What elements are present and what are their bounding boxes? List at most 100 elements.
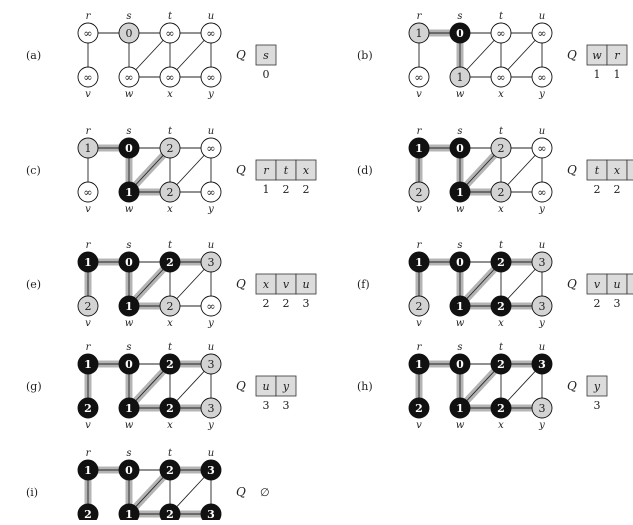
vertex-r: 1r (78, 126, 98, 158)
vertex-y: ∞y (532, 67, 552, 100)
vertex-name-label: s (457, 240, 462, 251)
vertex-name-label: r (86, 342, 92, 353)
queue-distance: 3 (263, 399, 270, 412)
vertex-name-label: r (417, 342, 423, 353)
distance-label: 2 (497, 300, 505, 313)
vertex-name-label: v (85, 420, 91, 431)
queue-vertex: u (262, 380, 269, 393)
distance-label: ∞ (206, 300, 215, 313)
queue-distance: 2 (303, 183, 310, 196)
bfs-panel: (f)1r0s2t3u2v1w2x3yQv2u3y3 (357, 240, 633, 329)
queue-label: Q (236, 277, 246, 291)
vertex-name-label: x (167, 420, 173, 431)
queue: t2x2v2 (587, 160, 633, 196)
distance-label: ∞ (165, 27, 174, 40)
vertex-name-label: u (539, 126, 545, 137)
vertex-r: 1r (78, 448, 98, 480)
vertex-r: 1r (78, 240, 98, 272)
vertex-name-label: t (499, 11, 504, 22)
distance-label: 0 (456, 256, 464, 269)
vertex-w: 1w (119, 398, 139, 431)
vertex-r: ∞r (78, 11, 98, 43)
vertex-t: 2t (491, 342, 511, 374)
vertex-name-label: r (86, 126, 92, 137)
queue-distance: 3 (594, 399, 601, 412)
distance-label: ∞ (206, 71, 215, 84)
vertex-r: 1r (409, 240, 429, 272)
vertex-name-label: w (456, 420, 465, 431)
distance-label: 1 (85, 142, 92, 155)
vertex-name-label: y (538, 318, 545, 329)
vertex-u: 3u (201, 448, 221, 480)
distance-label: 1 (415, 142, 423, 155)
vertex-x: ∞x (160, 67, 180, 100)
vertex-v: 2v (409, 182, 429, 215)
queue-vertex: v (594, 278, 601, 291)
distance-label: 2 (416, 186, 423, 199)
queue-vertex: v (283, 278, 290, 291)
distance-label: 2 (166, 464, 174, 477)
vertex-name-label: v (416, 318, 422, 329)
queue-vertex: t (284, 164, 289, 177)
panel-label: (i) (26, 486, 38, 499)
vertex-v: ∞v (78, 67, 98, 100)
vertex-w: 1w (450, 182, 470, 215)
vertex-name-label: v (85, 318, 91, 329)
vertex-u: 3u (532, 342, 552, 374)
vertex-y: ∞y (201, 296, 221, 329)
vertex-v: 2v (78, 398, 98, 431)
vertex-name-label: u (539, 11, 545, 22)
vertex-name-label: v (416, 420, 422, 431)
vertex-w: ∞w (119, 67, 139, 100)
distance-label: 1 (415, 358, 423, 371)
vertex-name-label: r (417, 126, 423, 137)
distance-label: ∞ (206, 142, 215, 155)
vertex-name-label: x (498, 318, 504, 329)
distance-label: 3 (539, 300, 546, 313)
distance-label: ∞ (124, 71, 133, 84)
vertex-name-label: w (456, 318, 465, 329)
vertex-v: 2v (78, 504, 98, 520)
distance-label: 3 (539, 402, 546, 415)
vertex-name-label: u (208, 126, 214, 137)
distance-label: 2 (497, 358, 505, 371)
vertex-name-label: y (207, 318, 214, 329)
vertex-name-label: t (499, 342, 504, 353)
vertex-w: 1w (119, 296, 139, 329)
vertex-name-label: u (208, 342, 214, 353)
vertex-t: 2t (160, 342, 180, 374)
panel-label: (d) (357, 164, 373, 177)
distance-label: 1 (84, 256, 92, 269)
vertex-name-label: t (168, 126, 173, 137)
panel-label: (c) (26, 164, 41, 177)
vertex-name-label: r (417, 240, 423, 251)
vertex-x: 2x (160, 296, 180, 329)
distance-label: 2 (497, 402, 505, 415)
vertex-r: 1r (409, 342, 429, 374)
vertex-name-label: v (416, 204, 422, 215)
vertex-u: 3u (201, 342, 221, 374)
distance-label: 2 (415, 402, 423, 415)
distance-label: 0 (456, 142, 464, 155)
vertex-s: 0s (119, 448, 139, 480)
vertex-name-label: y (538, 89, 545, 100)
distance-label: 2 (167, 300, 174, 313)
queue-vertex: x (614, 164, 621, 177)
queue-label: Q (236, 485, 246, 499)
distance-label: 0 (456, 27, 464, 40)
distance-label: 1 (125, 300, 133, 313)
vertex-name-label: s (126, 11, 131, 22)
vertex-x: ∞x (491, 67, 511, 100)
vertex-name-label: v (85, 89, 91, 100)
vertex-name-label: u (208, 240, 214, 251)
vertex-name-label: s (126, 448, 131, 459)
queue: v2u3y3 (587, 274, 633, 310)
queue-vertex: r (263, 164, 269, 177)
distance-label: 1 (125, 402, 133, 415)
panel-label: (g) (26, 380, 42, 393)
